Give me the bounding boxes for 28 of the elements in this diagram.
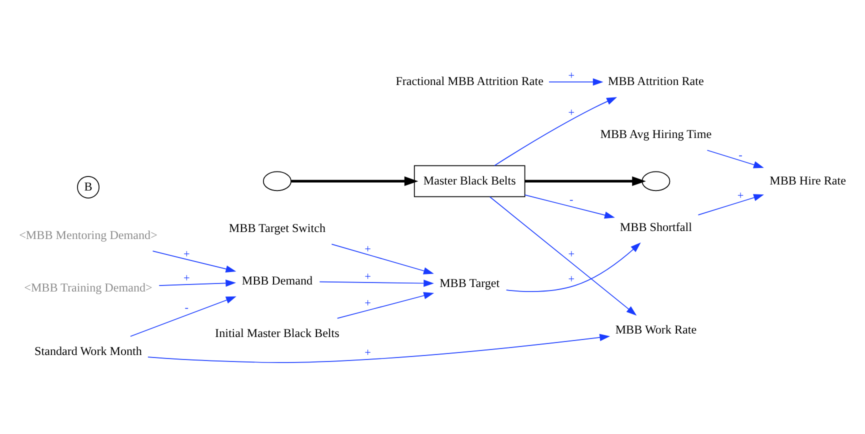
node-text: Standard Work Month: [34, 344, 142, 358]
edge-label: +: [568, 248, 575, 260]
node-text: <MBB Training Demand>: [24, 280, 152, 294]
edge-label: -: [738, 149, 742, 162]
edge-label: -: [570, 194, 574, 206]
node-text: MBB Work Rate: [615, 322, 697, 337]
node-text: <MBB Mentoring Demand>: [19, 228, 158, 242]
node-text: MBB Target: [440, 276, 500, 290]
edge-label: +: [364, 270, 371, 283]
edge-label: +: [364, 243, 371, 256]
node-text: MBB Avg Hiring Time: [600, 126, 712, 141]
node-text: MBB Hire Rate: [770, 173, 846, 188]
node-text: Fractional MBB Attrition Rate: [396, 74, 544, 88]
node-text: Initial Master Black Belts: [215, 326, 340, 340]
node-text: MBB Target Switch: [228, 220, 326, 235]
label: B: [84, 179, 92, 194]
edge-label: +: [568, 70, 575, 82]
edge-label: -: [184, 302, 188, 314]
edge-label: +: [183, 272, 190, 285]
node-text: MBB Shortfall: [620, 220, 692, 234]
edge-label: +: [364, 298, 371, 310]
edge-label: +: [568, 273, 575, 286]
edge-label: +: [568, 106, 575, 119]
edge-label: +: [183, 248, 190, 260]
node-text: MBB Attrition Rate: [608, 74, 704, 88]
edge-label: +: [737, 190, 744, 202]
edge-label: +: [364, 346, 371, 359]
node-text: MBB Demand: [242, 273, 313, 288]
